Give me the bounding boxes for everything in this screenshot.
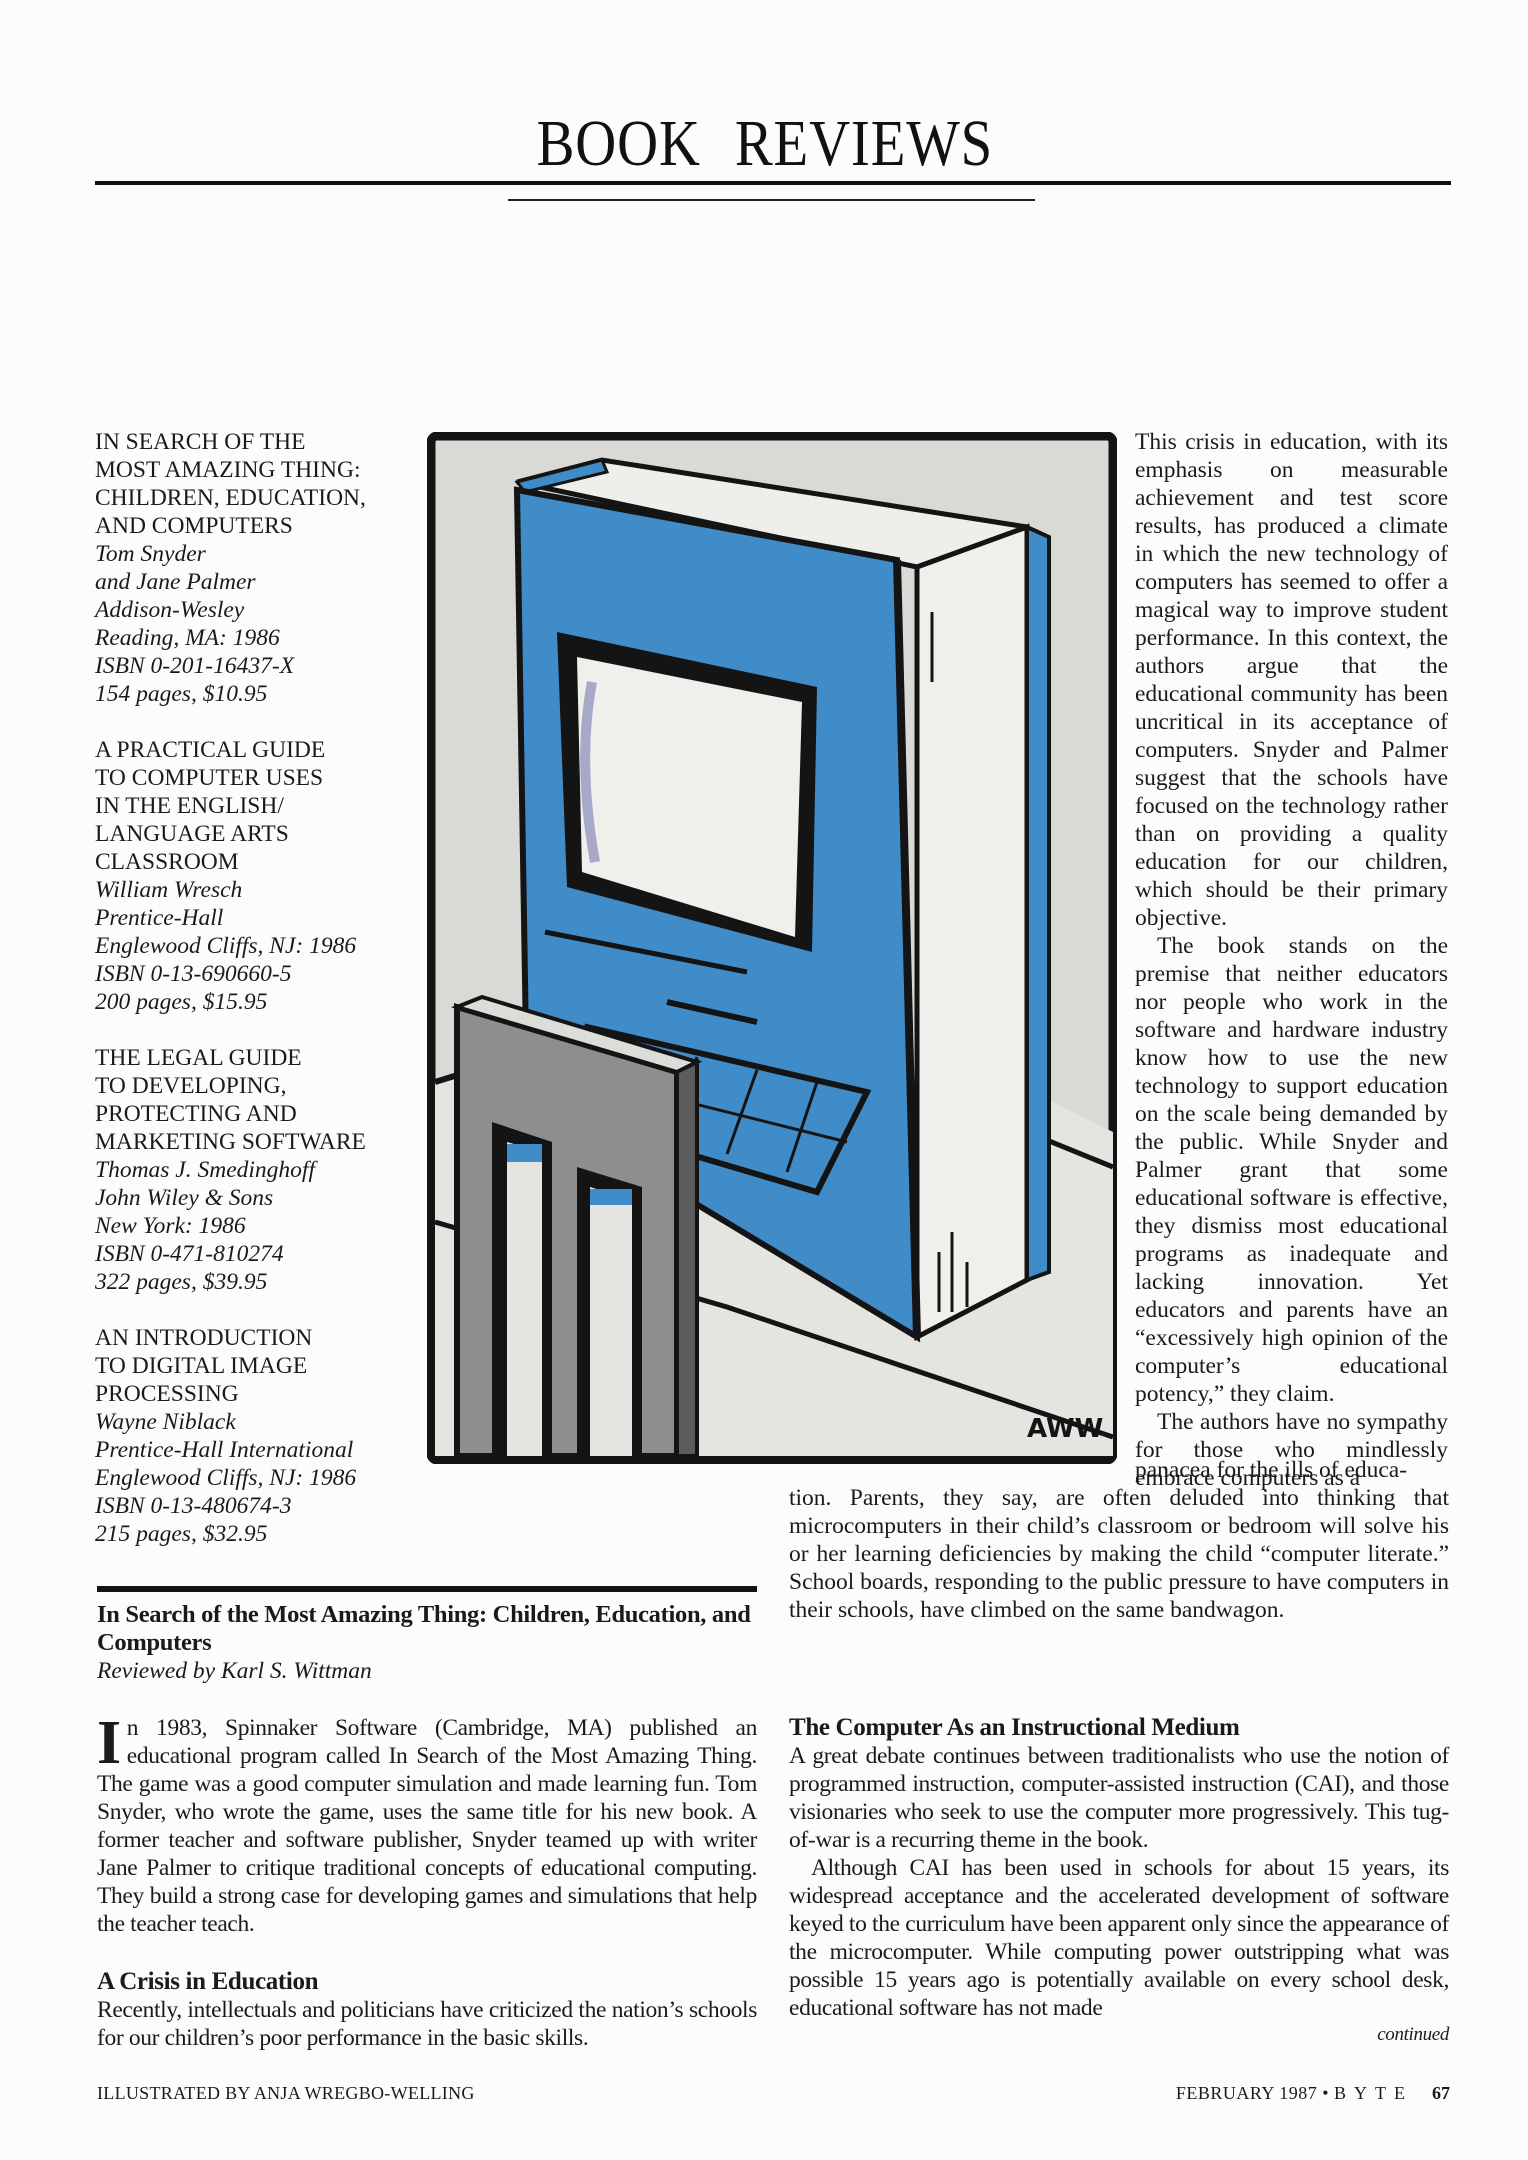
book-isbn: ISBN 0-13-480674-3 [95,1493,292,1519]
issue-date: FEBRUARY 1987 [1175,2083,1318,2103]
book-place-year: New York: 1986 [95,1213,246,1239]
section-heading: A Crisis in Education [97,1968,319,1995]
book-title: THE LEGAL GUIDE TO DEVELOPING, PROTECTIN… [95,1045,366,1155]
book-publisher: Prentice-Hall [95,905,224,931]
book-isbn: ISBN 0-13-690660-5 [95,961,292,987]
book-title: IN SEARCH OF THE MOST AMAZING THING: CHI… [95,429,366,539]
review-byline: Reviewed by Karl S. Wittman [97,1658,372,1684]
header-rule [95,181,1451,185]
book-place-year: Englewood Cliffs, NJ: 1986 [95,1465,357,1491]
book-author: Wayne Niblack [95,1409,236,1435]
computer-book-illustration-icon: AWW [426,431,1118,1465]
illustration-credit: ILLUSTRATED BY ANJA WREGBO-WELLING [97,2083,475,2103]
book-meta: William Wresch Prentice-Hall Englewood C… [95,876,415,1016]
review-heading: In Search of the Most Amazing Thing: Chi… [97,1601,751,1656]
book-entry: AN INTRODUCTION TO DIGITAL IMAGE PROCESS… [95,1324,415,1548]
book-title: A PRACTICAL GUIDE TO COMPUTER USES IN TH… [95,737,326,875]
paragraph: The book stands on the premise that neit… [1135,933,1448,1407]
paragraph: The authors have no sym­pathy for those … [1135,1409,1448,1491]
book-entry: IN SEARCH OF THE MOST AMAZING THING: CHI… [95,428,415,708]
paragraph: This crisis in education, with its empha… [1135,429,1448,931]
book-place-year: Reading, MA: 1986 [95,625,280,651]
article-column-right-lower: The Computer As an Instructional Medium … [789,1714,1449,2048]
book-author: Thomas J. Smedinghoff [95,1157,315,1183]
drop-cap: I [97,1709,121,1777]
book-isbn: ISBN 0-201-16437-X [95,653,295,679]
book-author: William Wresch [95,877,243,903]
paragraph: Although CAI has been used in schools fo… [789,1855,1449,2021]
book-isbn: ISBN 0-471-810274 [95,1241,284,1267]
book-pages-price: 215 pages, $32.95 [95,1521,268,1547]
book-entry: THE LEGAL GUIDE TO DEVELOPING, PROTECTIN… [95,1044,415,1296]
artist-signature: AWW [1027,1414,1103,1444]
paragraph-line: panacea for the ills of educa- [1135,1457,1408,1483]
magazine-name: BYTE [1334,2083,1413,2103]
article-wrap-text: panacea for the ills of educa- tion. Par… [789,1456,1449,1624]
book-publisher: Addison-Wesley [95,597,245,623]
book-meta: Wayne Niblack Prentice-Hall Internationa… [95,1408,415,1548]
page-number: 67 [1432,2083,1450,2103]
section-rule [97,1586,757,1592]
book-author: and Jane Palmer [95,569,256,595]
book-pages-price: 200 pages, $15.95 [95,989,268,1015]
paragraph: tion. Parents, they say, are often delud… [789,1485,1449,1623]
header-subrule [508,199,1035,201]
book-title: AN INTRODUCTION TO DIGITAL IMAGE PROCESS… [95,1325,313,1407]
paragraph: Recently, intellectuals and politicians … [97,1997,757,2051]
continued-link[interactable]: continued [1377,2024,1449,2045]
book-publisher: Prentice-Hall International [95,1437,354,1463]
book-pages-price: 322 pages, $39.95 [95,1269,268,1295]
book-publisher: John Wiley & Sons [95,1185,274,1211]
article-column-right: This crisis in education, with its empha… [1135,428,1448,1492]
page-title: BOOK REVIEWS [536,107,994,180]
footer-separator: • [1322,2083,1329,2103]
intro-text: n 1983, Spinnaker Software (Cambridge, M… [97,1715,757,1937]
book-list: IN SEARCH OF THE MOST AMAZING THING: CHI… [95,428,415,1576]
page-footer: FEBRUARY 1987 • BYTE 67 [1176,2083,1450,2104]
illustration: AWW [426,431,1118,1465]
book-entry: A PRACTICAL GUIDE TO COMPUTER USES IN TH… [95,736,415,1016]
section-heading: The Computer As an Instructional Medium [789,1714,1240,1741]
book-meta: Tom Snyder and Jane Palmer Addison-Wesle… [95,540,415,708]
book-pages-price: 154 pages, $10.95 [95,681,268,707]
book-meta: Thomas J. Smedinghoff John Wiley & Sons … [95,1156,415,1296]
book-place-year: Englewood Cliffs, NJ: 1986 [95,933,357,959]
book-author: Tom Snyder [95,541,206,567]
paragraph: A great debate continues between traditi… [789,1743,1449,1853]
